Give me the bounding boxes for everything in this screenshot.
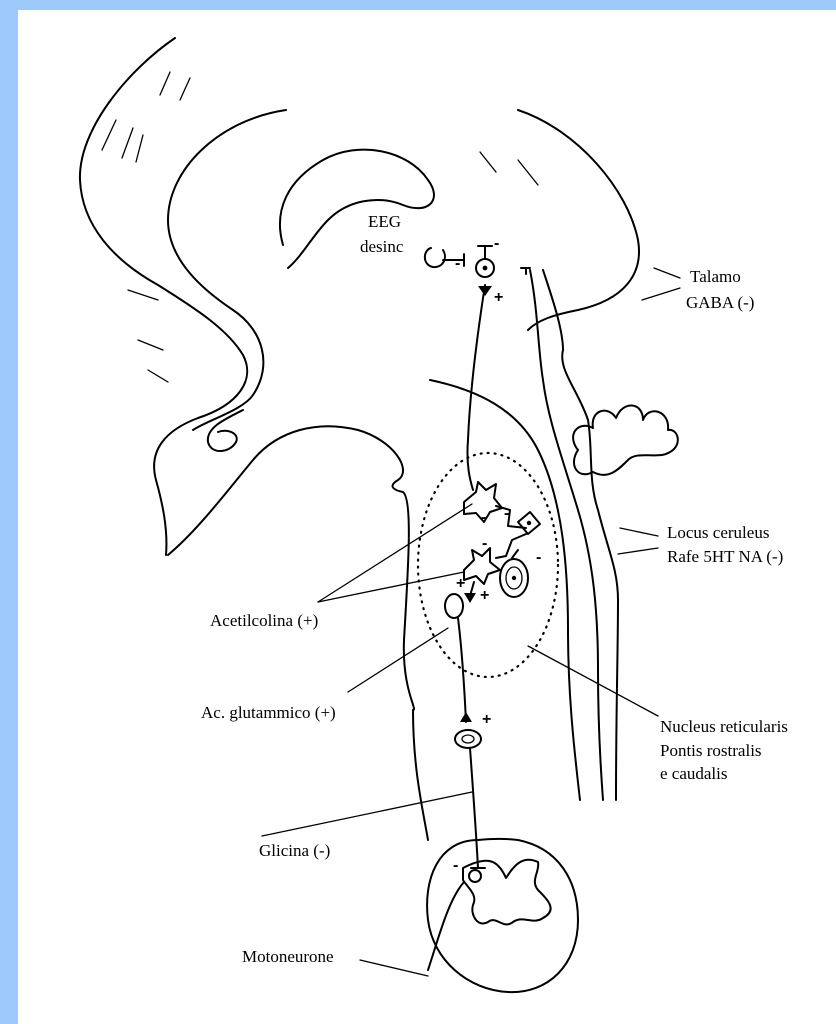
spinal-cord-section (427, 839, 578, 992)
corpus-callosum (280, 150, 434, 268)
sleep-circuit-diagram: - - + - - - - + + + - EEG desinc Talamo … (18, 10, 836, 1024)
sign-thal-minus-a: - (494, 235, 499, 252)
glut-synapse (460, 712, 472, 722)
brain-outline (80, 38, 678, 992)
brainstem-left-lower (413, 710, 428, 840)
label-desinc: desinc (360, 237, 404, 256)
ach-neuron-lower (464, 548, 500, 584)
raphe-neuron-nucleus (512, 576, 516, 580)
eeg-synapse (443, 254, 464, 266)
label-motoneurone: Motoneurone (242, 947, 334, 966)
label-nucleus-reticularis: Nucleus reticularis (660, 717, 788, 736)
small-loop (208, 410, 243, 451)
sign-ach-minus-right: - (504, 505, 509, 522)
sign-ach-plus-b: + (480, 587, 489, 604)
label-acetilcolina: Acetilcolina (+) (210, 611, 318, 630)
ach-leader-2 (318, 572, 464, 602)
ach-glut-synapse (464, 593, 476, 603)
sign-ach-minus-top: - (481, 509, 486, 526)
glicina-leader (262, 792, 472, 836)
label-gaba: GABA (-) (686, 293, 754, 312)
thal-synapse-arrow (478, 286, 492, 296)
label-glicina: Glicina (-) (259, 841, 330, 860)
sign-ach-minus-mid: - (482, 535, 487, 552)
glycinergic-neuron (455, 730, 481, 748)
glut-leader (348, 628, 448, 692)
upper-right-arc (518, 110, 639, 330)
moto-leader (360, 960, 428, 976)
label-e-caudalis: e caudalis (660, 764, 728, 783)
label-pontis-rostralis: Pontis rostralis (660, 741, 762, 760)
glycinergic-neuron-inner (462, 735, 474, 743)
sign-thal-minus-b: - (455, 255, 460, 272)
cortex-middle-arc (168, 110, 286, 430)
talamo-leader-1 (654, 268, 680, 278)
cerebellum-folia (573, 405, 678, 474)
talamo-leader-2 (642, 288, 680, 300)
ascending-axon (467, 285, 485, 490)
sign-raphe-minus: - (536, 549, 541, 566)
sign-moto-minus: - (453, 857, 458, 874)
brainstem-left-contour (168, 426, 414, 710)
label-eeg: EEG (368, 212, 401, 231)
locus-leader-2 (618, 548, 658, 554)
label-rafe: Rafe 5HT NA (-) (667, 547, 783, 566)
labels: EEG desinc Talamo GABA (-) Locus ceruleu… (201, 212, 788, 966)
nucleus-leader (528, 646, 658, 716)
label-glutammico: Ac. glutammico (+) (201, 703, 336, 722)
brainstem-right-contour-3 (543, 270, 618, 800)
motoneurone-cell (469, 870, 481, 882)
sign-thal-plus: + (494, 289, 503, 306)
motoneurone-axon (428, 882, 464, 970)
sign-ach-plus-a: + (456, 575, 465, 592)
raphe-axon (512, 550, 518, 558)
raphe-to-ach-axon (496, 534, 526, 558)
locus-ceruleus-nucleus (527, 521, 531, 525)
thal-right-synapse (521, 268, 530, 274)
thal-top-synapse (478, 246, 492, 258)
thalamic-neuron-nucleus (483, 266, 488, 271)
brainstem-right-contour-2 (530, 270, 603, 800)
diagram-canvas: - - + - - - - + + + - EEG desinc Talamo … (18, 10, 836, 1024)
neurons (425, 246, 540, 882)
glutamatergic-neuron (445, 594, 463, 618)
ach-leader-1 (318, 504, 472, 602)
locus-leader-1 (620, 528, 658, 536)
glycine-axon (470, 748, 478, 868)
label-locus-ceruleus: Locus ceruleus (667, 523, 769, 542)
eeg-cell (425, 248, 445, 267)
cortex-outer-arc (80, 38, 247, 555)
label-talamo: Talamo (690, 267, 741, 286)
sign-glut-plus: + (482, 711, 491, 728)
